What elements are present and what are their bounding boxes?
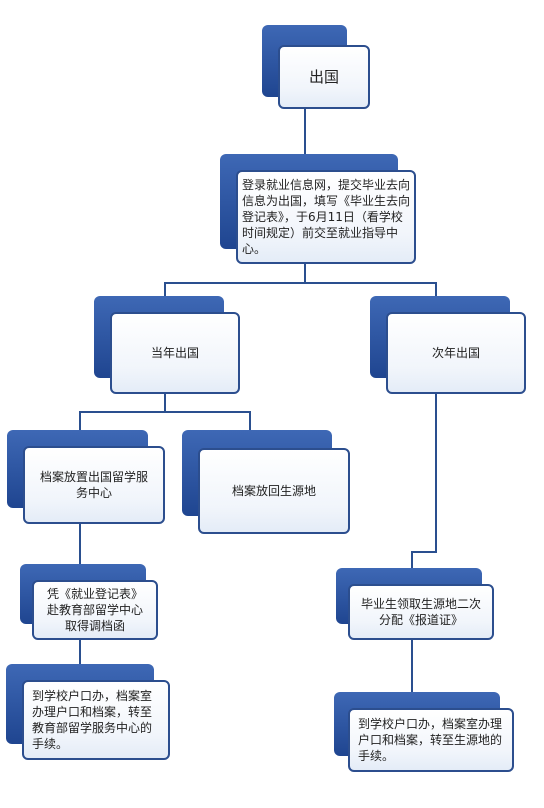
node-hukou-left-label: 到学校户口办，档案室办理户口和档案，转至教育部留学服务中心的手续。 [22, 680, 170, 760]
node-same-year-label: 当年出国 [110, 312, 240, 394]
node-next-year-label: 次年出国 [386, 312, 526, 394]
connector-register-split [164, 262, 306, 298]
connector-next-year-assignment [411, 392, 437, 570]
node-next-year: 次年出国 [370, 296, 526, 394]
node-register: 登录就业信息网，提交毕业去向信息为出国，填写《毕业生去向登记表》，于6月11日（… [220, 154, 416, 264]
node-archive-service-center-label: 档案放置出国留学服务中心 [23, 446, 165, 524]
connector-register-next-year [305, 282, 437, 298]
node-hukou-right: 到学校户口办，档案室办理户口和档案，转至生源地的手续。 [334, 692, 514, 772]
node-same-year: 当年出国 [94, 296, 240, 394]
node-archive-origin: 档案放回生源地 [182, 430, 350, 534]
connector-same-year-split [79, 392, 166, 432]
node-hukou-left: 到学校户口办，档案室办理户口和档案，转至教育部留学服务中心的手续。 [6, 664, 170, 760]
node-hukou-right-label: 到学校户口办，档案室办理户口和档案，转至生源地的手续。 [348, 708, 514, 772]
node-register-label: 登录就业信息网，提交毕业去向信息为出国，填写《毕业生去向登记表》，于6月11日（… [236, 170, 416, 264]
node-second-assignment: 毕业生领取生源地二次分配《报道证》 [336, 568, 494, 640]
node-archive-service-center: 档案放置出国留学服务中心 [7, 430, 165, 524]
node-go-abroad: 出国 [262, 25, 370, 109]
node-second-assignment-label: 毕业生领取生源地二次分配《报道证》 [348, 584, 494, 640]
node-transfer-letter: 凭《就业登记表》赴教育部留学中心取得调档函 [20, 564, 158, 640]
node-transfer-letter-label: 凭《就业登记表》赴教育部留学中心取得调档函 [32, 580, 158, 640]
node-archive-origin-label: 档案放回生源地 [198, 448, 350, 534]
connector-same-year-origin [165, 411, 251, 432]
node-go-abroad-label: 出国 [278, 45, 370, 109]
